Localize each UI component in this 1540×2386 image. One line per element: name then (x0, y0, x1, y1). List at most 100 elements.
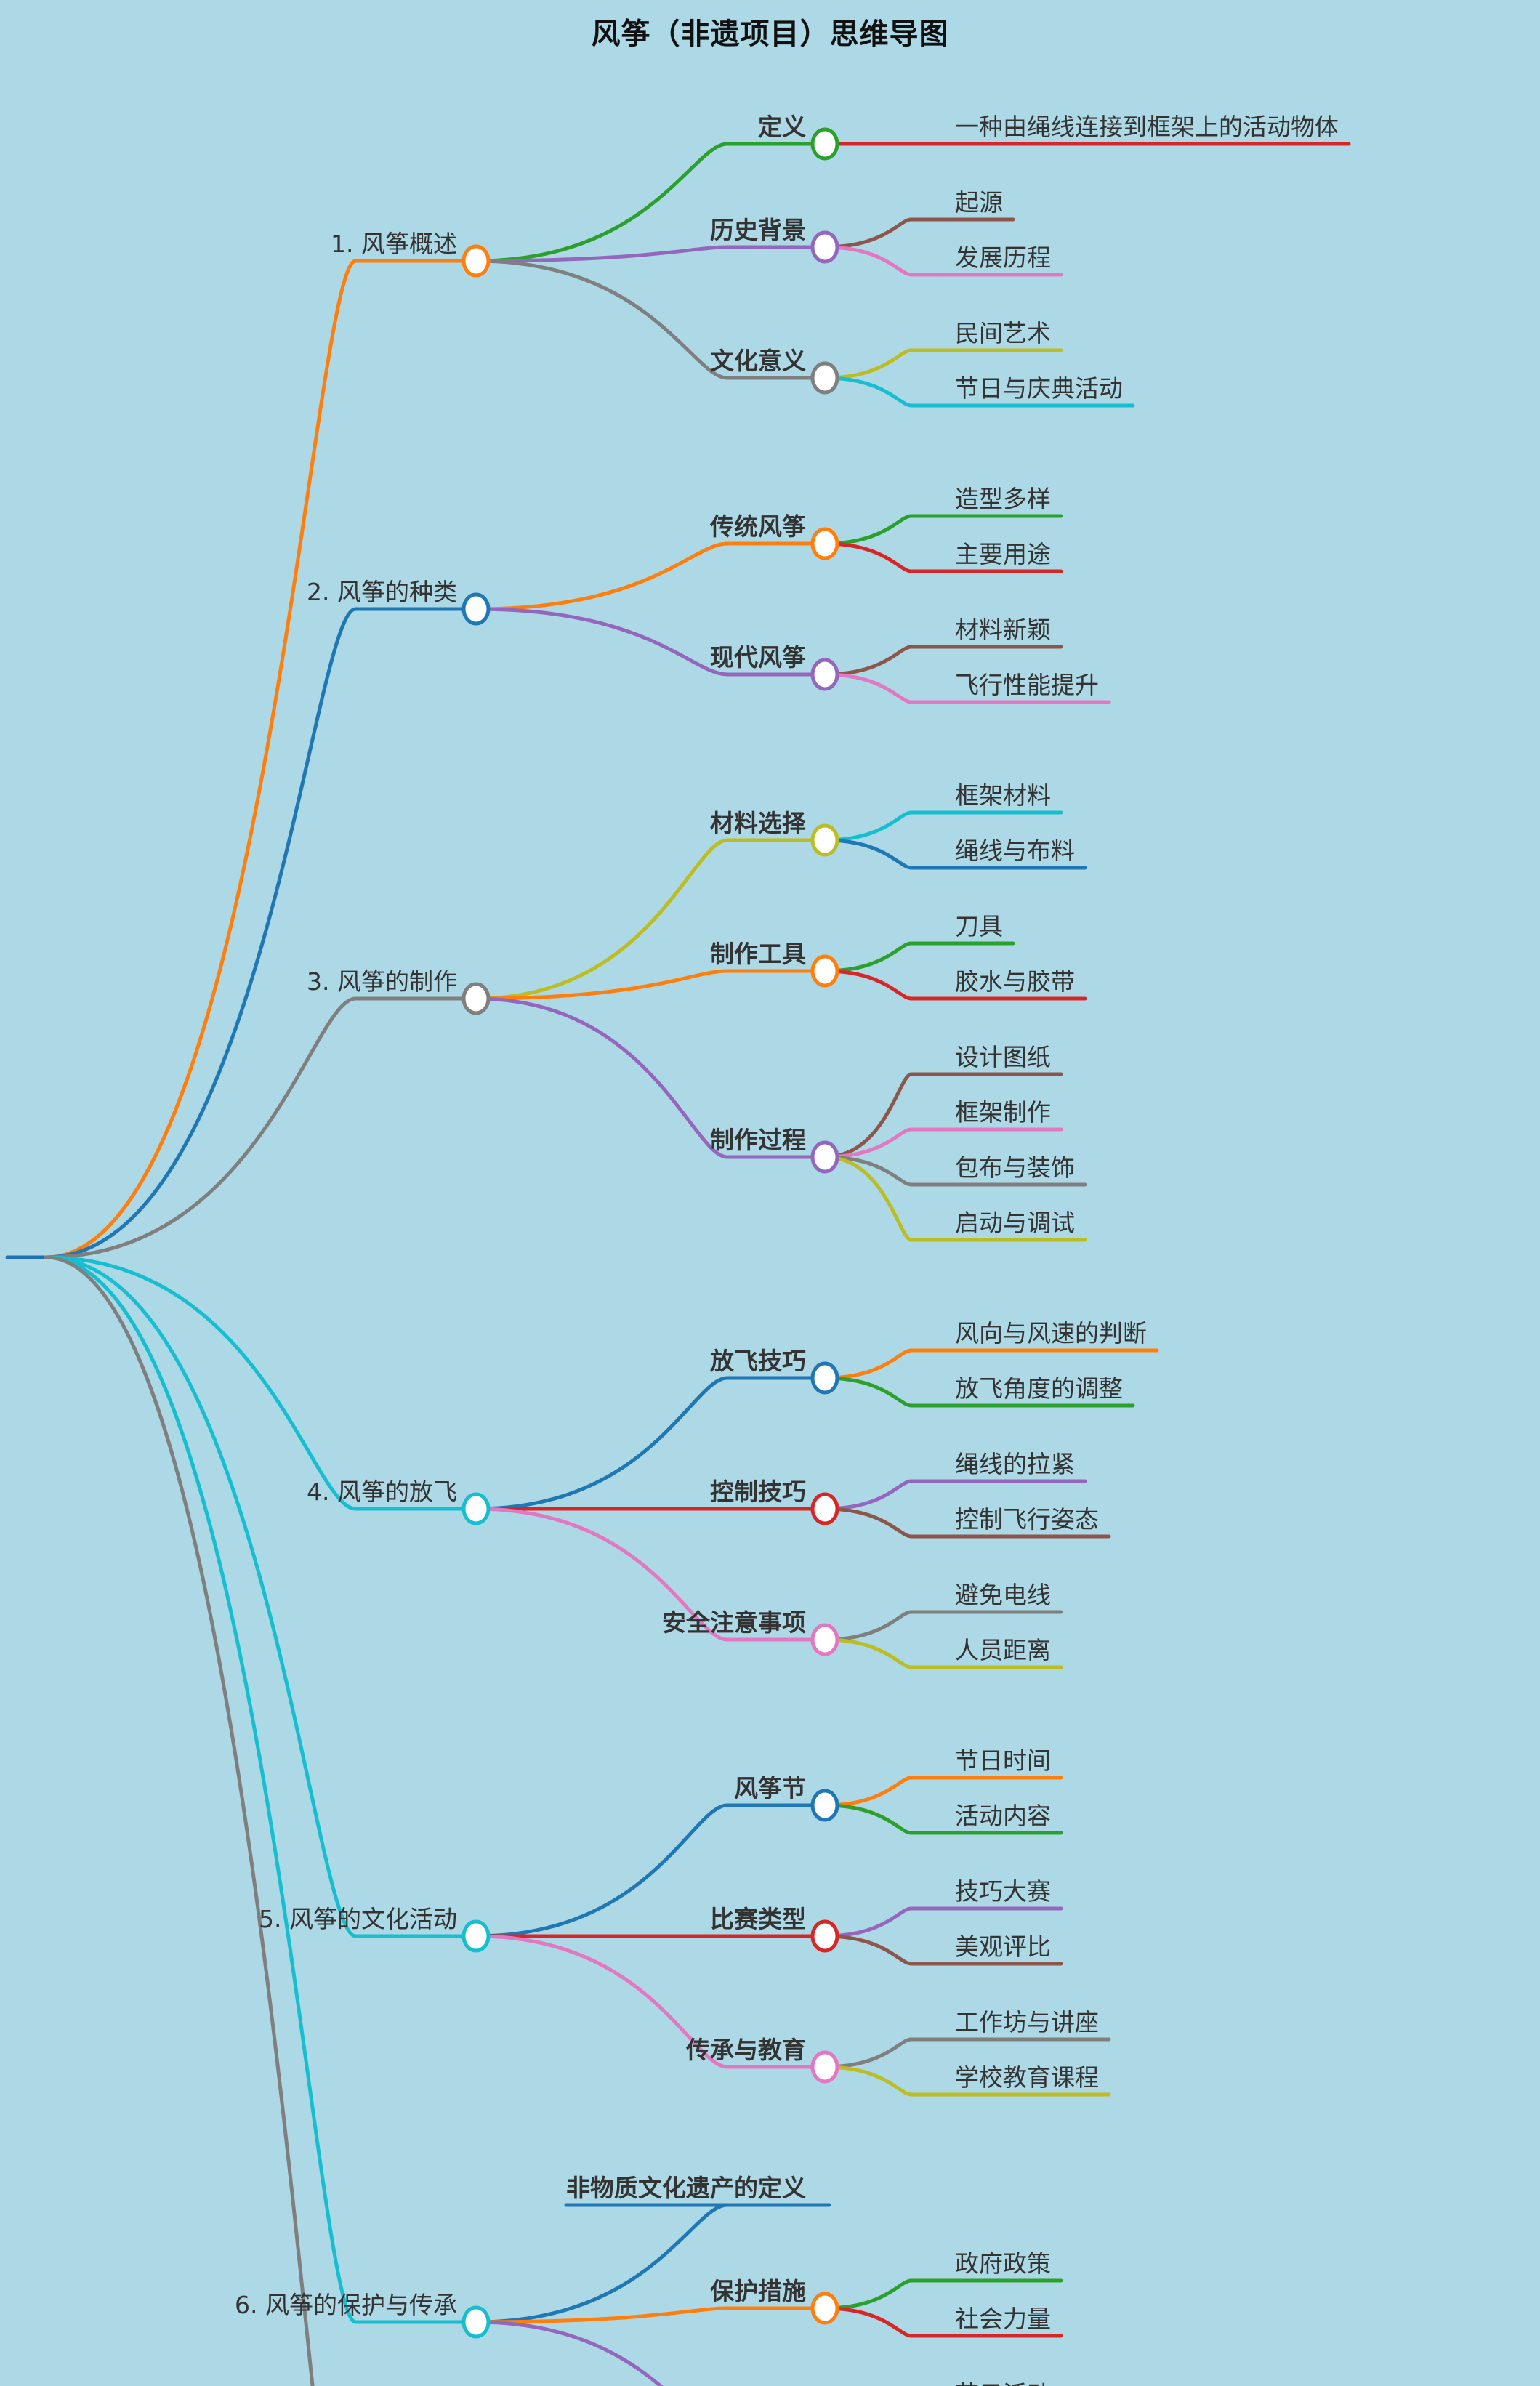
leaf-label: 工作坊与讲座 (955, 2008, 1099, 2036)
subbranch-label: 比赛类型 (710, 1905, 806, 1933)
leaf-label: 一种由绳线连接到框架上的活动物体 (955, 113, 1339, 141)
leaf-label: 美观评比 (955, 1932, 1051, 1961)
branch-node[interactable] (461, 1492, 491, 1525)
leaf-label: 飞行性能提升 (955, 671, 1099, 699)
mindmap-edge (823, 2278, 947, 2310)
leaf-label: 节日活动 (955, 2380, 1051, 2386)
mindmap-edge (474, 1507, 827, 1642)
branch-node[interactable] (461, 982, 491, 1015)
leaf-label: 绳线的拉紧 (955, 1450, 1075, 1478)
subbranch-node[interactable] (810, 527, 839, 560)
node-layer (461, 127, 839, 2339)
subbranch-label: 定义 (758, 113, 806, 141)
leaf-label: 节日与庆典活动 (955, 374, 1123, 403)
leaf-label: 材料新颖 (955, 616, 1051, 644)
mindmap-edge (823, 969, 947, 1001)
mindmap-edge (823, 1934, 947, 1966)
mindmap-edge (474, 1376, 827, 1511)
subbranch-node[interactable] (810, 127, 839, 161)
leaf-label: 发展历程 (955, 243, 1051, 272)
mindmap-edge (474, 259, 827, 380)
leaf-label: 绳线与布料 (955, 837, 1075, 865)
mindmap-edge (823, 1507, 947, 1539)
mindmap-edge (823, 376, 947, 408)
subbranch-label: 传统风筝 (709, 512, 806, 541)
mindmap-edge (823, 1610, 947, 1642)
leaf-label: 技巧大赛 (955, 1877, 1051, 1906)
subbranch-node[interactable] (810, 2050, 839, 2084)
mindmap-edge (823, 1127, 947, 1159)
branch-node[interactable] (461, 592, 491, 626)
mindmap-edge (44, 607, 478, 1259)
page-title: 风筝（非遗项目）思维导图 (591, 17, 949, 51)
subbranch-label: 控制技巧 (710, 1478, 806, 1506)
mindmap-edge (823, 1637, 947, 1669)
mindmap-edge (823, 1803, 947, 1835)
leaf-label: 风向与风速的判断 (955, 1319, 1147, 1347)
mindmap-edge (474, 245, 827, 263)
subbranch-label: 非物质文化遗产的定义 (566, 2174, 806, 2202)
subbranch-node[interactable] (810, 1361, 839, 1395)
subbranch-node[interactable] (810, 658, 839, 691)
branch-label: 2. 风筝的种类 (307, 578, 457, 606)
mindmap-edge (823, 1906, 947, 1938)
subbranch-node[interactable] (810, 1623, 839, 1656)
mindmap-edge (474, 1934, 827, 2069)
subbranch-node[interactable] (810, 361, 839, 395)
subbranch-label: 制作工具 (710, 940, 806, 968)
leaf-label: 活动内容 (955, 1802, 1051, 1830)
subbranch-node[interactable] (810, 823, 839, 857)
mindmap-edge (823, 941, 947, 973)
subbranch-node[interactable] (810, 1789, 839, 1822)
mindmap-edge (823, 2065, 947, 2097)
mindmap-edge (823, 672, 947, 704)
subbranch-label: 制作过程 (710, 1126, 806, 1154)
subbranch-node[interactable] (810, 1919, 839, 1953)
subbranch-label: 现代风筝 (710, 643, 806, 672)
leaf-label: 框架制作 (955, 1098, 1051, 1127)
branch-node[interactable] (461, 1919, 491, 1953)
mindmap-edge (823, 1776, 947, 1807)
mindmap-edge (474, 838, 827, 1001)
subbranch-node[interactable] (810, 1492, 839, 1525)
subbranch-label: 放飞技巧 (710, 1347, 806, 1375)
leaf-label: 设计图纸 (955, 1043, 1051, 1071)
subbranch-node[interactable] (810, 2292, 839, 2325)
subbranch-label: 历史背景 (710, 216, 806, 244)
subbranch-node[interactable] (810, 1140, 839, 1174)
edge-layer (5, 142, 1351, 2386)
mindmap-edge (823, 245, 947, 277)
leaf-label: 造型多样 (955, 485, 1051, 513)
leaf-label: 政府政策 (955, 2249, 1051, 2278)
subbranch-label: 保护措施 (710, 2277, 806, 2305)
branch-node[interactable] (461, 244, 491, 278)
leaf-label: 主要用途 (955, 540, 1051, 568)
subbranch-node[interactable] (810, 954, 839, 988)
subbranch-label: 材料选择 (710, 809, 807, 837)
leaf-label: 起源 (955, 188, 1003, 217)
mindmap-edge (44, 1255, 478, 1938)
mindmap-edge (474, 2306, 827, 2324)
subbranch-label: 文化意义 (710, 347, 806, 375)
leaf-label: 启动与调试 (955, 1209, 1075, 1237)
mindmap-edge (823, 1072, 947, 1159)
branch-node[interactable] (461, 2305, 491, 2339)
mindmap-edge (474, 969, 827, 1001)
subbranch-label: 风筝节 (734, 1774, 806, 1802)
leaf-label: 学校教育课程 (955, 2063, 1099, 2092)
mindmap-edge (474, 2203, 827, 2324)
leaf-label: 人员距离 (955, 1636, 1051, 1664)
mindmap-edge (44, 259, 478, 1259)
leaf-label: 控制飞行姿态 (955, 1505, 1099, 1533)
mindmap-edge (44, 1255, 478, 1511)
mindmap-edge (823, 217, 947, 249)
branch-label: 1. 风筝概述 (331, 230, 457, 258)
leaf-label: 刀具 (955, 912, 1003, 940)
leaf-label: 避免电线 (955, 1581, 1051, 1609)
subbranch-node[interactable] (810, 230, 839, 264)
branch-label: 5. 风筝的文化活动 (259, 1905, 457, 1933)
mindmap-edge (823, 541, 947, 573)
mindmap-edge (823, 645, 947, 677)
mindmap-edge (823, 1155, 947, 1187)
mindmap-edge (474, 996, 827, 1159)
